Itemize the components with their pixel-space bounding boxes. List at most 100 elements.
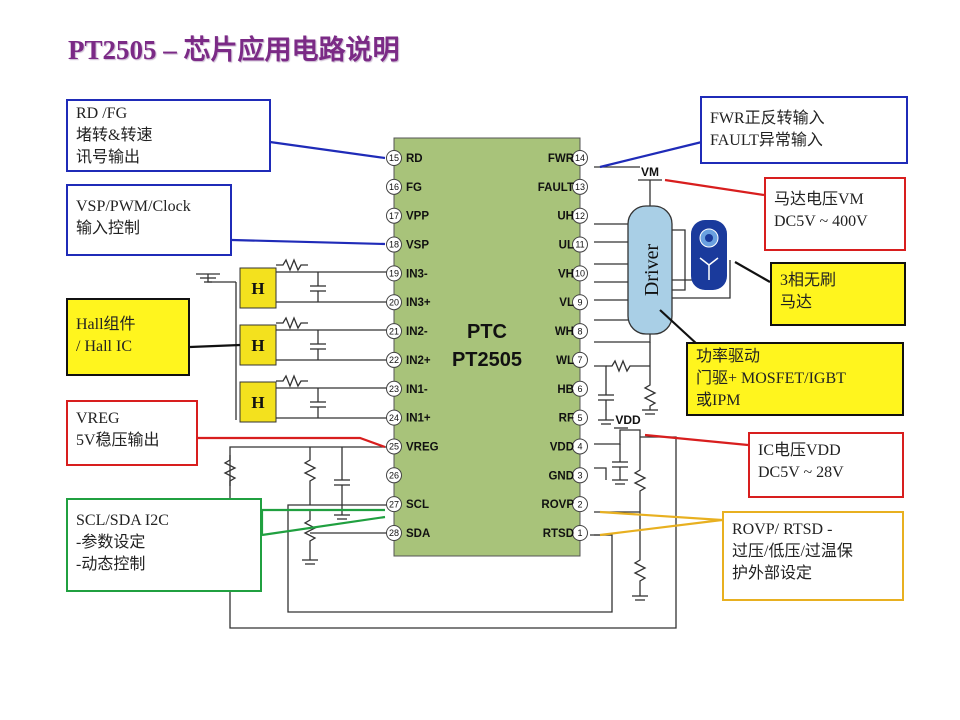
pin-16-label: FG (406, 182, 422, 194)
callout-vreg-line2: 5V稳压输出 (76, 432, 160, 449)
pin-11-label: UL (559, 240, 574, 252)
chip-name-line2: PT2505 (452, 349, 522, 371)
pin-26-marker (386, 467, 402, 484)
pin-11-number: 11 (575, 240, 584, 250)
pin-10-marker (572, 265, 588, 282)
pin-9-marker (572, 294, 588, 311)
pin-11-marker (572, 236, 588, 253)
pin-18-marker (386, 236, 402, 253)
vdd-label: VDD (615, 413, 641, 427)
callout-vm-line1: 马达电压VM (774, 191, 864, 208)
callout-vm-line2: DC5V ~ 400V (774, 213, 868, 230)
callout-i2c-line1: SCL/SDA I2C (76, 512, 169, 529)
pin-10-label: VH (558, 268, 574, 280)
pin-20-marker (386, 294, 402, 311)
pin-13-marker (572, 178, 588, 195)
pin-20-number: 20 (389, 297, 399, 307)
pin-25-marker (386, 438, 402, 455)
pin-15-marker (386, 150, 402, 166)
pin-22-marker (386, 351, 402, 368)
hall-element-1-label: H (251, 279, 264, 298)
pin-1-number: 1 (577, 528, 582, 538)
callout-fwr-line1: FWR正反转输入 (710, 110, 825, 127)
callout-vm: 马达电压VM DC5V ~ 400V (764, 177, 906, 251)
pin-6-marker (572, 380, 588, 397)
pin-23-number: 23 (389, 384, 399, 394)
callout-vsp-line1: VSP/PWM/Clock (76, 198, 191, 215)
pin-18-number: 18 (389, 240, 399, 250)
pin-3-marker (572, 467, 588, 484)
pin-19-number: 19 (389, 269, 399, 279)
pin-19-marker (386, 265, 402, 282)
pin-6-number: 6 (577, 384, 582, 394)
pin-26-number: 26 (389, 471, 399, 481)
pin-9-number: 9 (577, 297, 582, 307)
hall-element-2-label: H (251, 336, 264, 355)
pin-9-label: VL (559, 297, 574, 309)
pin-20-label: IN3+ (406, 297, 431, 309)
callout-vreg: VREG 5V稳压输出 (66, 400, 198, 466)
callout-rovp: ROVP/ RTSD - 过压/低压/过温保 护外部设定 (722, 511, 904, 601)
pin-7-number: 7 (577, 355, 582, 365)
pin-6-label: HB (557, 384, 574, 396)
pin-19-label: IN3- (406, 268, 428, 280)
callout-vdd-line1: IC电压VDD (758, 442, 841, 459)
callout-i2c-line2: -参数设定 (76, 534, 146, 551)
pin-7-label: WL (556, 355, 574, 367)
callout-rovp-line3: 护外部设定 (732, 565, 813, 582)
pin-12-label: UH (557, 211, 574, 223)
pin-15-number: 15 (389, 153, 399, 163)
pin-17-label: VPP (406, 211, 429, 223)
pin-28-marker (386, 525, 402, 541)
callout-vdd-line2: DC5V ~ 28V (758, 464, 844, 481)
pin-10-number: 10 (575, 269, 585, 279)
callout-rd-fg-line2: 堵转&转速 (76, 127, 153, 144)
callout-i2c: SCL/SDA I2C -参数设定 -动态控制 (66, 498, 262, 592)
pin-4-label: VDD (550, 441, 574, 453)
vm-label: VM (641, 165, 659, 179)
pin-21-label: IN2- (406, 326, 428, 338)
pin-14-number: 14 (575, 153, 585, 163)
callout-rd-fg-line1: RD /FG (76, 105, 128, 122)
pin-8-label: WH (555, 326, 574, 338)
callout-vsp-line2: 输入控制 (76, 220, 141, 237)
chip-body (393, 137, 581, 557)
pin-16-number: 16 (389, 182, 399, 192)
callout-power: 功率驱动 门驱+ MOSFET/IGBT 或IPM (686, 342, 904, 416)
pin-18-label: VSP (406, 240, 429, 252)
pin-14-marker (572, 150, 588, 166)
pin-4-marker (572, 438, 588, 455)
callout-rovp-line2: 过压/低压/过温保 (732, 543, 853, 560)
callout-power-line3: 或IPM (696, 392, 741, 409)
pin-17-marker (386, 207, 402, 224)
callout-motor-line1: 3相无刷 (780, 272, 837, 289)
pin-1-label: RTSD (543, 528, 574, 540)
pin-22-label: IN2+ (406, 355, 431, 367)
callout-motor-line2: 马达 (780, 294, 813, 311)
pin-3-label: GND (548, 470, 574, 482)
pin-8-number: 8 (577, 326, 582, 336)
callout-vdd: IC电压VDD DC5V ~ 28V (748, 432, 904, 498)
callout-rd-fg-line3: 讯号输出 (76, 149, 141, 166)
pin-21-marker (386, 323, 402, 340)
motor-icon (691, 220, 727, 290)
hall-element-2 (239, 324, 277, 366)
pin-2-label: ROVP (541, 499, 574, 511)
pin-12-number: 12 (575, 211, 585, 221)
pin-2-marker (572, 496, 588, 513)
pin-24-marker (386, 409, 402, 426)
pin-1-marker (572, 525, 588, 541)
pin-15-label: RD (406, 153, 423, 165)
callout-fwr: FWR正反转输入 FAULT异常输入 (700, 96, 908, 164)
callout-vsp: VSP/PWM/Clock 输入控制 (66, 184, 232, 256)
pin-21-number: 21 (389, 326, 399, 336)
callout-hall-line2: / Hall IC (76, 338, 132, 355)
pin-3-number: 3 (577, 471, 582, 481)
driver-block (627, 205, 673, 335)
callout-fwr-line2: FAULT异常输入 (710, 132, 823, 149)
pin-7-marker (572, 351, 588, 368)
hall-element-3 (239, 381, 277, 423)
pin-8-marker (572, 323, 588, 340)
pin-28-number: 28 (389, 528, 399, 538)
